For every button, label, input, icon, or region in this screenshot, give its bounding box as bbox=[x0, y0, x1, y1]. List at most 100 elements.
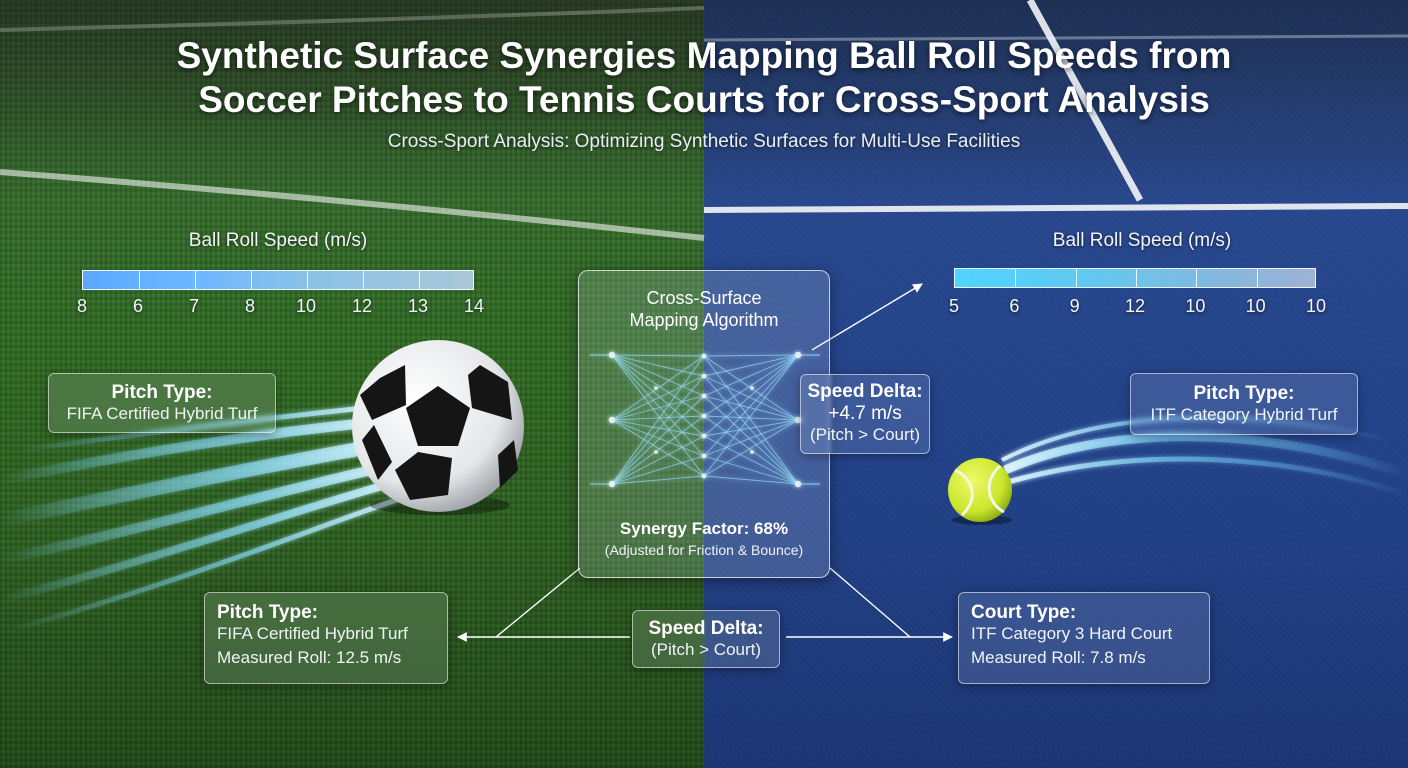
network-node bbox=[701, 453, 707, 459]
scale-tick-label: 10 bbox=[1305, 296, 1327, 316]
network-link bbox=[611, 375, 705, 485]
mapping-algorithm-panel: Cross-Surface Mapping Algorithm Synergy … bbox=[578, 270, 830, 578]
network-link bbox=[703, 354, 799, 417]
scale-tick-label: 6 bbox=[132, 296, 144, 316]
scale-tick bbox=[307, 271, 308, 289]
speed-delta-bottom-heading: Speed Delta: bbox=[648, 618, 764, 639]
right-pitch-type-card: Pitch Type: ITF Category Hybrid Turf bbox=[1130, 373, 1358, 435]
speed-delta-bottom-note: (Pitch > Court) bbox=[650, 640, 762, 659]
network-link bbox=[703, 375, 799, 421]
network-node bbox=[794, 416, 802, 424]
right-scale-label: Ball Roll Speed (m/s) bbox=[1052, 230, 1232, 251]
right-speed-scale-bar bbox=[954, 268, 1316, 288]
network-link bbox=[703, 419, 799, 477]
network-link bbox=[611, 455, 705, 485]
network-link bbox=[611, 475, 705, 485]
network-link bbox=[611, 354, 705, 437]
network-link bbox=[611, 354, 705, 417]
network-link bbox=[703, 354, 799, 357]
network-link bbox=[703, 395, 799, 485]
speed-delta-card: Speed Delta: +4.7 m/s (Pitch > Court) bbox=[800, 374, 930, 454]
title-line-2: Soccer Pitches to Tennis Courts for Cros… bbox=[198, 79, 1210, 120]
left-scale-label: Ball Roll Speed (m/s) bbox=[188, 230, 368, 251]
network-link bbox=[611, 355, 705, 421]
network-link bbox=[611, 375, 705, 421]
speed-delta-heading: Speed Delta: bbox=[807, 381, 923, 402]
speed-delta-bottom-card: Speed Delta: (Pitch > Court) bbox=[632, 610, 780, 668]
left-pitch-text: FIFA Certified Hybrid Turf bbox=[66, 404, 258, 423]
network-node bbox=[608, 351, 616, 359]
synergy-note: (Adjusted for Friction & Bounce) bbox=[604, 542, 804, 558]
scale-tick-label: 10 bbox=[295, 296, 317, 316]
network-link bbox=[703, 354, 799, 477]
scale-tick bbox=[1015, 269, 1017, 287]
left-pitch-heading: Pitch Type: bbox=[111, 382, 213, 403]
soccer-ball bbox=[352, 340, 524, 515]
network-link bbox=[611, 395, 705, 485]
scale-tick-label: 9 bbox=[1069, 296, 1080, 316]
network-link bbox=[703, 395, 799, 421]
connector-arrows bbox=[457, 283, 953, 642]
network-link bbox=[703, 455, 799, 485]
scale-tick-label: 8 bbox=[244, 296, 256, 316]
scale-tick bbox=[1136, 269, 1137, 287]
network-link bbox=[611, 354, 705, 457]
left-pitch-type-card: Pitch Type: FIFA Certified Hybrid Turf bbox=[48, 373, 276, 433]
court-measured-type: ITF Category 3 Hard Court bbox=[971, 624, 1173, 643]
scale-tick-label: 10 bbox=[1245, 296, 1266, 316]
speed-delta-note: (Pitch > Court) bbox=[809, 425, 921, 444]
scale-tick-label: 14 bbox=[463, 296, 485, 316]
network-link bbox=[703, 475, 799, 485]
network-link bbox=[611, 354, 705, 477]
pitch-measured-card: Pitch Type: FIFA Certified Hybrid Turf M… bbox=[204, 592, 448, 684]
right-pitch-text: ITF Category Hybrid Turf bbox=[1150, 405, 1338, 424]
court-measured-heading: Court Type: bbox=[971, 602, 1077, 623]
network-link bbox=[703, 354, 799, 397]
network-node bbox=[654, 450, 658, 454]
scale-tick-label: 12 bbox=[1124, 296, 1146, 316]
network-link bbox=[703, 354, 799, 457]
tennis-court-lines bbox=[703, 0, 1408, 213]
scale-tick bbox=[1196, 269, 1198, 287]
mapping-network-graphic bbox=[590, 351, 820, 488]
network-node bbox=[701, 393, 707, 399]
scale-tick bbox=[363, 271, 364, 289]
scale-tick-label: 12 bbox=[351, 296, 373, 316]
network-link bbox=[703, 419, 799, 457]
title-line-1: Synthetic Surface Synergies Mapping Ball… bbox=[176, 35, 1232, 76]
scale-tick-label: 13 bbox=[407, 296, 429, 316]
network-node bbox=[794, 351, 802, 359]
arrow-to-right-scale bbox=[811, 283, 923, 351]
pitch-measured-roll: Measured Roll: 12.5 m/s bbox=[217, 648, 402, 667]
network-node bbox=[608, 416, 616, 424]
network-link bbox=[611, 419, 705, 477]
soccer-field-lines bbox=[0, 6, 705, 241]
pitch-measured-type: FIFA Certified Hybrid Turf bbox=[217, 624, 408, 643]
scale-tick bbox=[195, 271, 196, 289]
scale-tick-label: 7 bbox=[188, 296, 200, 316]
network-link bbox=[611, 435, 705, 485]
network-link bbox=[703, 375, 799, 485]
network-node bbox=[794, 480, 802, 488]
top-shade-overlay bbox=[0, 0, 1408, 200]
network-node bbox=[701, 353, 707, 359]
network-link bbox=[611, 354, 705, 357]
scale-tick bbox=[419, 271, 420, 289]
pitch-measured-heading: Pitch Type: bbox=[217, 602, 318, 623]
network-link bbox=[611, 395, 705, 421]
network-link bbox=[703, 415, 799, 485]
court-measured-card: Court Type: ITF Category 3 Hard Court Me… bbox=[958, 592, 1210, 684]
subtitle: Cross-Sport Analysis: Optimizing Synthet… bbox=[387, 131, 1021, 152]
network-link bbox=[611, 419, 705, 437]
right-pitch-heading: Pitch Type: bbox=[1193, 383, 1295, 404]
network-node bbox=[654, 386, 658, 390]
speed-delta-value: +4.7 m/s bbox=[828, 403, 902, 424]
network-node bbox=[608, 480, 616, 488]
network-node bbox=[701, 473, 707, 479]
network-link bbox=[703, 354, 799, 377]
network-link bbox=[703, 355, 799, 485]
scale-tick bbox=[1075, 269, 1077, 287]
network-link bbox=[611, 354, 705, 397]
network-link bbox=[703, 435, 799, 485]
